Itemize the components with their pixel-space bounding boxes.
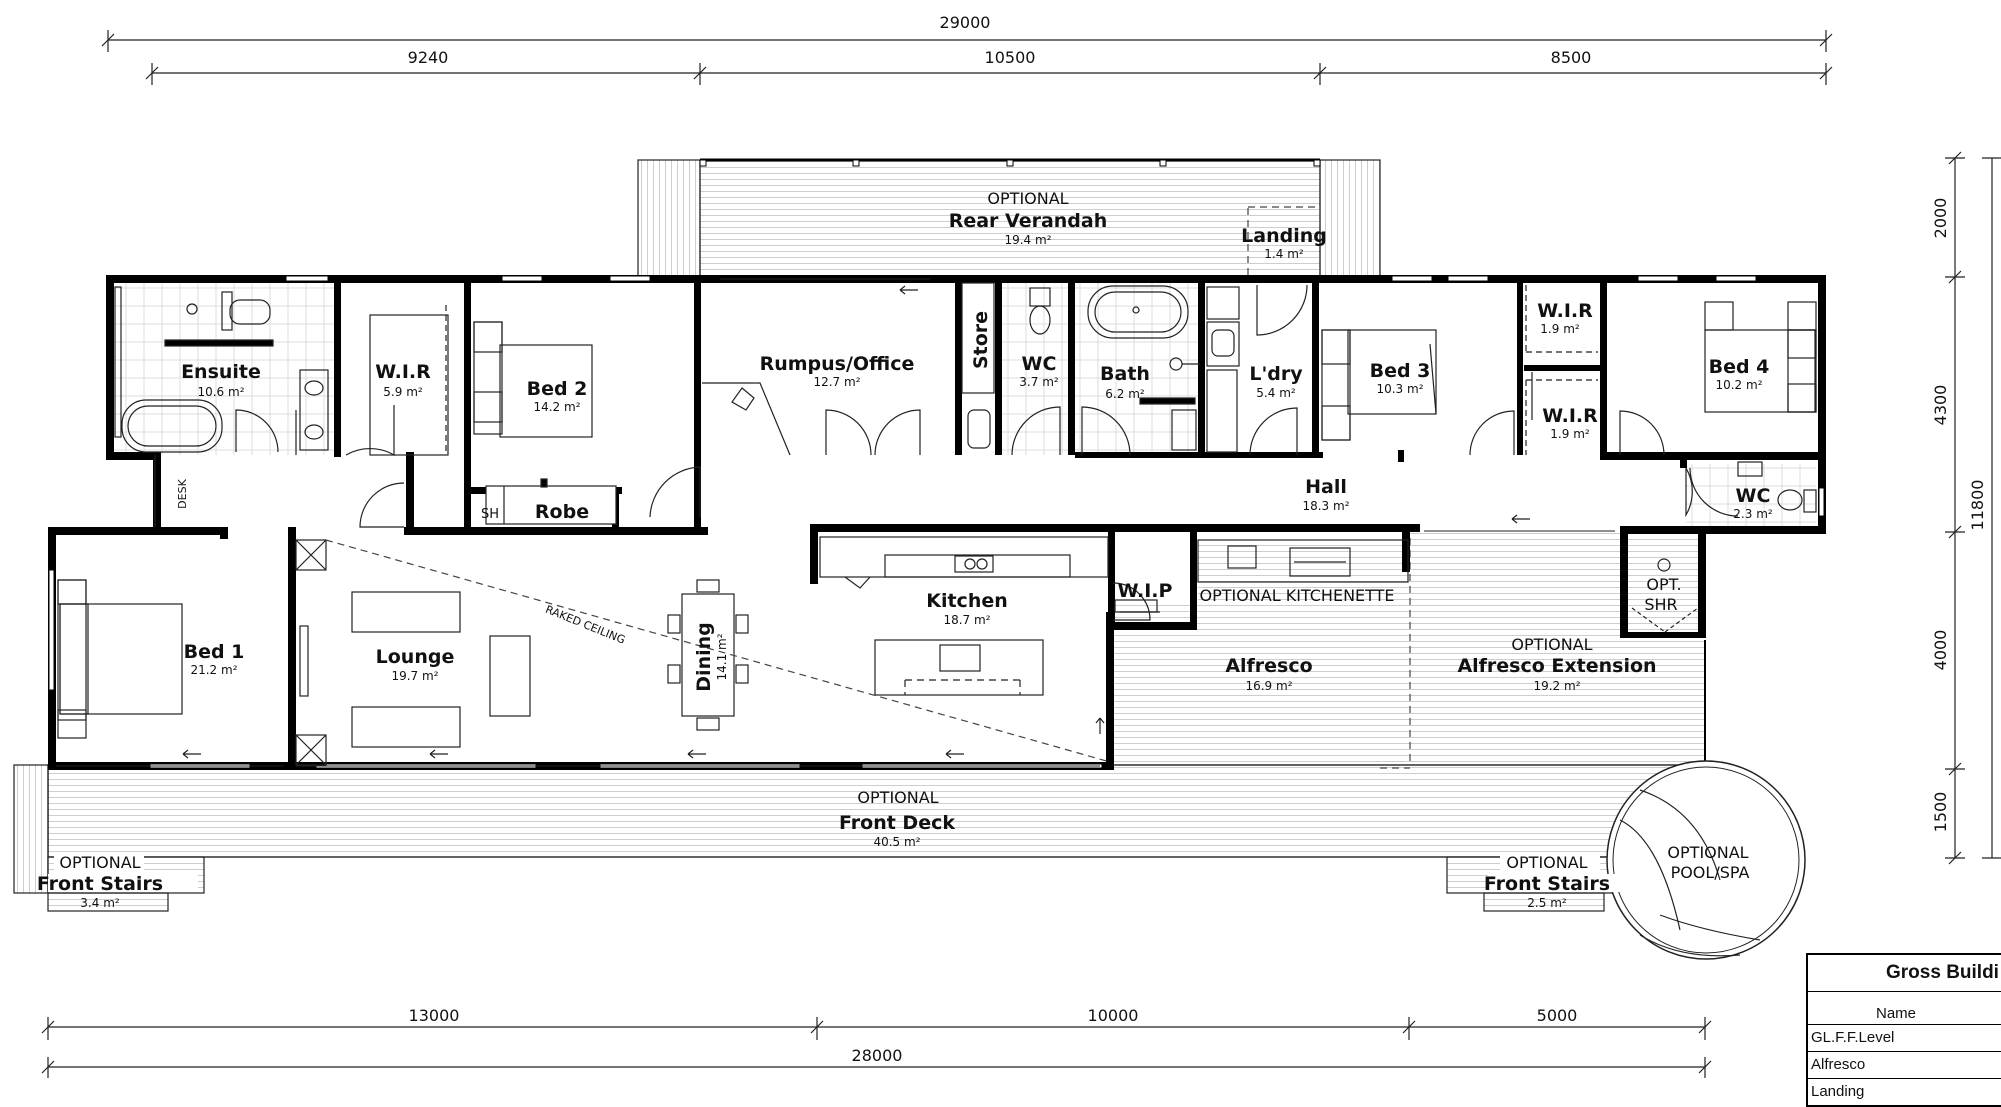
- front-deck-name: Front Deck: [839, 812, 955, 834]
- wip-name: W.I.P: [1118, 580, 1173, 602]
- wir3-area: 1.9 m²: [1550, 427, 1590, 441]
- schedule-title: Gross Buildi: [1808, 955, 2001, 992]
- hall-name: Hall: [1305, 476, 1347, 498]
- schedule-row: Landing: [1808, 1079, 2001, 1106]
- dim-top-seg-3: 8500: [1551, 48, 1592, 67]
- area-schedule-table: Gross Buildi Name GL.F.F.Level Alfresco …: [1806, 953, 2001, 1107]
- ldry-area: 5.4 m²: [1256, 386, 1296, 400]
- schedule-header-name: Name: [1808, 992, 2001, 1025]
- bath-name: Bath: [1100, 363, 1150, 385]
- ensuite-area: 10.6 m²: [197, 385, 244, 399]
- front-deck-area: 40.5 m²: [873, 835, 920, 849]
- wir1-area: 5.9 m²: [383, 385, 423, 399]
- pool-spa: [1606, 760, 1806, 960]
- landing-name: Landing: [1241, 225, 1327, 247]
- front-stairs1-name: Front Stairs: [37, 873, 163, 895]
- dim-top-seg-2: 10500: [985, 48, 1036, 67]
- dim-right-seg-3: 4000: [1931, 630, 1950, 671]
- hall-area: 18.3 m²: [1302, 499, 1349, 513]
- direction-arrows: [182, 285, 1530, 759]
- alfresco-ext-optional: OPTIONAL: [1511, 635, 1592, 654]
- sliding-doors: [56, 278, 1615, 767]
- wir3-name: W.I.R: [1542, 405, 1598, 427]
- dim-top-seg-1: 9240: [408, 48, 449, 67]
- bed3-area: 10.3 m²: [1376, 382, 1423, 396]
- robe-sh-label: SH: [481, 507, 499, 522]
- right-dimensions: [1945, 151, 2001, 865]
- bath-area: 6.2 m²: [1105, 387, 1145, 401]
- front-deck: [13, 764, 1706, 912]
- store-name: Store: [970, 311, 992, 369]
- pool-label-line1: OPTIONAL: [1667, 843, 1748, 862]
- raked-ceiling-line: [325, 539, 1111, 763]
- pool-label-line2: POOL/SPA: [1671, 863, 1750, 882]
- bed1-name: Bed 1: [184, 641, 245, 663]
- front-stairs2-area: 2.5 m²: [1527, 896, 1567, 910]
- wc2-tiles: [1686, 464, 1816, 526]
- wc2-area: 2.3 m²: [1733, 507, 1773, 521]
- dim-right-seg-4: 1500: [1931, 792, 1950, 833]
- wc1-area: 3.7 m²: [1019, 375, 1059, 389]
- bed1-area: 21.2 m²: [190, 663, 237, 677]
- landing-area: 1.4 m²: [1264, 247, 1304, 261]
- rumpus-name: Rumpus/Office: [760, 353, 915, 375]
- schedule-row: Alfresco: [1808, 1052, 2001, 1079]
- dim-bottom-total: 28000: [852, 1046, 903, 1065]
- fixtures: [57, 282, 1817, 766]
- bed4-area: 10.2 m²: [1715, 378, 1762, 392]
- wir1-name: W.I.R: [375, 361, 431, 383]
- alfresco-area: 16.9 m²: [1245, 679, 1292, 693]
- bed2-name: Bed 2: [527, 378, 588, 400]
- lounge-area: 19.7 m²: [391, 669, 438, 683]
- dining-area: 14.1 m²: [715, 633, 729, 680]
- ensuite-tiles: [110, 283, 340, 455]
- bed3-name: Bed 3: [1370, 360, 1431, 382]
- dim-right-seg-2: 4300: [1931, 385, 1950, 426]
- wir2-name: W.I.R: [1537, 300, 1593, 322]
- front-deck-optional: OPTIONAL: [857, 788, 938, 807]
- alfresco-ext-name: Alfresco Extension: [1457, 655, 1656, 677]
- rear-verandah-area: 19.4 m²: [1004, 233, 1051, 247]
- wir2-area: 1.9 m²: [1540, 322, 1580, 336]
- dim-right-seg-1: 2000: [1931, 198, 1950, 239]
- raked-ceiling-label: RAKED CEILING: [544, 603, 628, 647]
- front-stairs1-optional: OPTIONAL: [59, 853, 140, 872]
- rear-verandah-name: Rear Verandah: [949, 210, 1108, 232]
- rumpus-area: 12.7 m²: [813, 375, 860, 389]
- alfresco-ext-area: 19.2 m²: [1533, 679, 1580, 693]
- walls: [48, 275, 1826, 770]
- kitchenette-label: OPTIONAL KITCHENETTE: [1199, 586, 1394, 605]
- opt-shr-line1: OPT.: [1646, 575, 1681, 594]
- schedule-row: GL.F.F.Level: [1808, 1025, 2001, 1052]
- dim-top-total: 29000: [940, 13, 991, 32]
- robe-name: Robe: [535, 501, 589, 523]
- doors: [235, 284, 1739, 621]
- kitchen-area: 18.7 m²: [943, 613, 990, 627]
- front-stairs1-area: 3.4 m²: [80, 896, 120, 910]
- ensuite-name: Ensuite: [181, 361, 261, 383]
- top-dimensions: [101, 30, 1833, 85]
- front-stairs2-optional: OPTIONAL: [1506, 853, 1587, 872]
- dim-bottom-seg-2: 10000: [1088, 1006, 1139, 1025]
- bed4-name: Bed 4: [1709, 356, 1770, 378]
- bottom-dimensions: [41, 1017, 1712, 1078]
- kitchen-name: Kitchen: [926, 590, 1008, 612]
- dim-right-total: 11800: [1968, 480, 1987, 531]
- desk-label: DESK: [176, 478, 189, 508]
- dim-bottom-seg-3: 5000: [1537, 1006, 1578, 1025]
- front-stairs2-name: Front Stairs: [1484, 873, 1610, 895]
- lounge-name: Lounge: [376, 646, 455, 668]
- wc2-name: WC: [1736, 485, 1771, 507]
- wc1-name: WC: [1022, 353, 1057, 375]
- opt-shr-line2: SHR: [1644, 595, 1677, 614]
- bed2-area: 14.2 m²: [533, 400, 580, 414]
- rear-verandah-optional: OPTIONAL: [987, 189, 1068, 208]
- ldry-name: L'dry: [1249, 363, 1303, 385]
- rear-verandah: [637, 158, 1381, 278]
- dim-bottom-seg-1: 13000: [409, 1006, 460, 1025]
- dining-name: Dining: [693, 622, 715, 691]
- alfresco-name: Alfresco: [1225, 655, 1312, 677]
